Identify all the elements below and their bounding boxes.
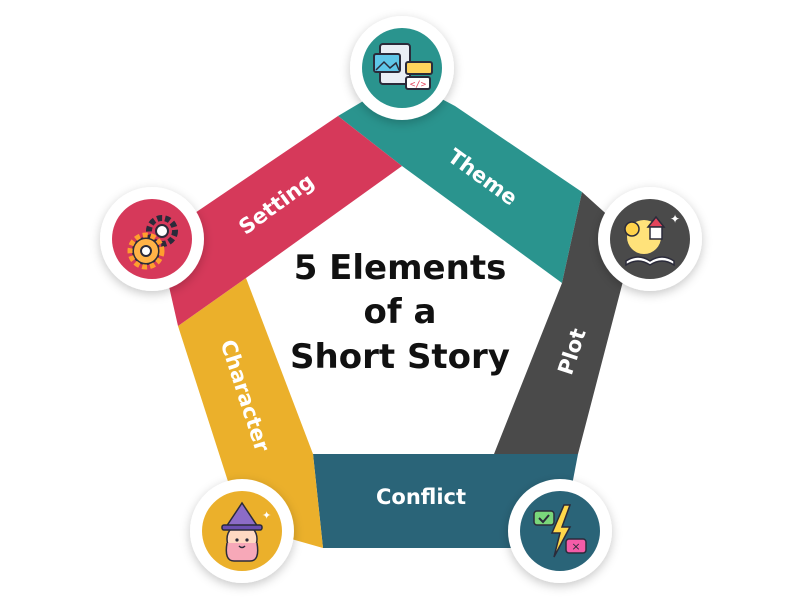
title-line-2: of a	[364, 292, 437, 332]
web-design-icon: </>	[350, 16, 454, 120]
center-title: 5 Elements of a Short Story	[290, 248, 510, 377]
svg-text:×: ×	[571, 540, 580, 553]
witch-character-icon: ✦	[190, 479, 294, 583]
pentagon-ring	[158, 78, 634, 548]
conflict-chat-icon: ×	[508, 479, 612, 583]
title-line-1: 5 Elements	[294, 248, 507, 288]
segment-label-conflict: Conflict	[376, 485, 466, 509]
title-line-3: Short Story	[290, 337, 510, 377]
gears-icon	[100, 187, 204, 291]
segment-setting	[158, 116, 402, 326]
svg-text:✦: ✦	[262, 509, 271, 522]
segment-plot	[494, 192, 634, 454]
svg-text:✦: ✦	[670, 212, 680, 226]
segment-theme	[338, 78, 582, 283]
svg-text:</>: </>	[410, 80, 427, 90]
segment-character	[178, 278, 323, 548]
storybook-icon: ✦	[598, 187, 702, 291]
